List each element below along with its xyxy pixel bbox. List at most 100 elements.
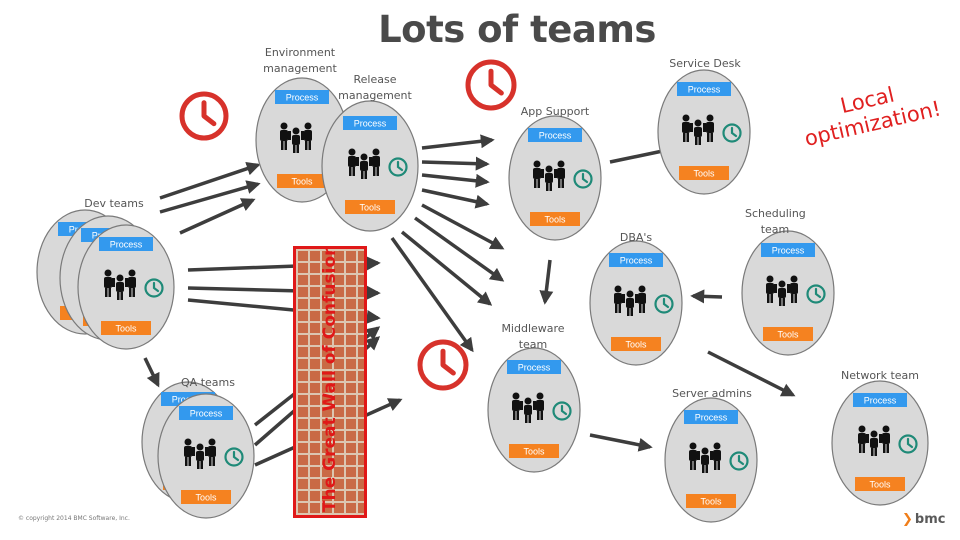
process-box <box>677 82 731 96</box>
team-label-network: Network team <box>841 369 919 382</box>
tools-label: Tools <box>115 324 137 334</box>
process-box <box>275 90 329 104</box>
flow-arrow <box>589 433 653 452</box>
slide-title: Lots of teams <box>378 8 656 51</box>
flow-arrow <box>421 156 490 171</box>
flow-arrow <box>421 173 490 188</box>
flow-arrow <box>707 350 796 397</box>
team-label-scheduling: Scheduling team <box>745 207 806 236</box>
bmc-logo: ❯bmc <box>902 512 945 527</box>
tools-label: Tools <box>359 203 381 213</box>
clock-icon <box>729 451 749 471</box>
great-wall-of-confusion: The Great Wall of Confusion <box>293 246 367 518</box>
process-label: Process <box>772 246 805 256</box>
team-label-dba: DBA's <box>619 231 653 244</box>
tools-box <box>530 212 580 226</box>
clock-icon <box>573 169 593 189</box>
team-label-server-admins: Server admins <box>672 387 752 400</box>
tools-box <box>277 174 327 188</box>
process-box <box>99 237 153 251</box>
tools-label: Tools <box>544 215 566 225</box>
team-label-service-desk: Service Desk <box>669 57 741 70</box>
tools-box <box>345 200 395 214</box>
flow-arrow <box>400 230 493 306</box>
flow-arrow <box>421 203 505 250</box>
clock-icon <box>144 278 164 298</box>
flow-arrow <box>413 216 505 282</box>
process-label: Process <box>110 240 143 250</box>
tools-box <box>679 166 729 180</box>
process-box <box>507 360 561 374</box>
tools-label: Tools <box>291 177 313 187</box>
tools-label: Tools <box>777 330 799 340</box>
team-label-environment: Environment management <box>263 46 337 75</box>
flow-arrow <box>179 198 256 235</box>
team-label-dev: Dev teams <box>84 197 144 210</box>
big-clock-icon <box>179 91 229 141</box>
clock-icon <box>722 123 742 143</box>
process-label: Process <box>190 409 223 419</box>
flow-arrow <box>159 161 261 200</box>
tools-box <box>686 494 736 508</box>
bmc-logo-text: bmc <box>914 512 946 527</box>
tools-label: Tools <box>523 447 545 457</box>
process-box <box>179 406 233 420</box>
tools-box <box>181 490 231 504</box>
process-label: Process <box>864 396 897 406</box>
clock-icon <box>388 157 408 177</box>
team-label-qa: QA teams <box>181 376 235 389</box>
tools-label: Tools <box>869 480 891 490</box>
tools-box <box>855 477 905 491</box>
flow-arrow <box>690 289 723 304</box>
tools-label: Tools <box>700 497 722 507</box>
tools-label: Tools <box>693 169 715 179</box>
process-label: Process <box>695 413 728 423</box>
flow-arrow <box>539 259 554 305</box>
big-clocks-layer <box>179 59 517 391</box>
team-label-app-support: App Support <box>520 105 590 118</box>
big-clock-icon <box>417 339 469 391</box>
team-label-middleware: Middleware team <box>501 322 565 351</box>
flow-arrow <box>421 188 490 209</box>
process-label: Process <box>539 131 572 141</box>
bmc-chevron-icon: ❯ <box>902 512 913 527</box>
big-clock-icon <box>465 59 517 111</box>
flow-arrow <box>421 134 495 150</box>
process-label: Process <box>354 119 387 129</box>
tools-box <box>101 321 151 335</box>
tools-box <box>763 327 813 341</box>
process-box <box>343 116 397 130</box>
process-label: Process <box>688 85 721 95</box>
process-box <box>684 410 738 424</box>
flow-arrow <box>159 180 261 214</box>
process-label: Process <box>286 93 319 103</box>
copyright: © copyright 2014 BMC Software, Inc. <box>18 515 130 522</box>
tools-box <box>509 444 559 458</box>
clock-icon <box>654 294 674 314</box>
team-label-release: Release management <box>338 73 412 102</box>
wall-label: The Great Wall of Confusion <box>320 246 340 512</box>
process-label: Process <box>518 363 551 373</box>
clock-icon <box>552 401 572 421</box>
tools-box <box>611 337 661 351</box>
process-box <box>609 253 663 267</box>
clock-icon <box>224 447 244 467</box>
process-box <box>761 243 815 257</box>
process-box <box>853 393 907 407</box>
clock-icon <box>898 434 918 454</box>
nodes-layer: ProcessToolsProcessToolsProcessToolsProc… <box>36 69 929 523</box>
clock-icon <box>806 284 826 304</box>
tools-label: Tools <box>195 493 217 503</box>
flow-arrow <box>390 236 474 353</box>
